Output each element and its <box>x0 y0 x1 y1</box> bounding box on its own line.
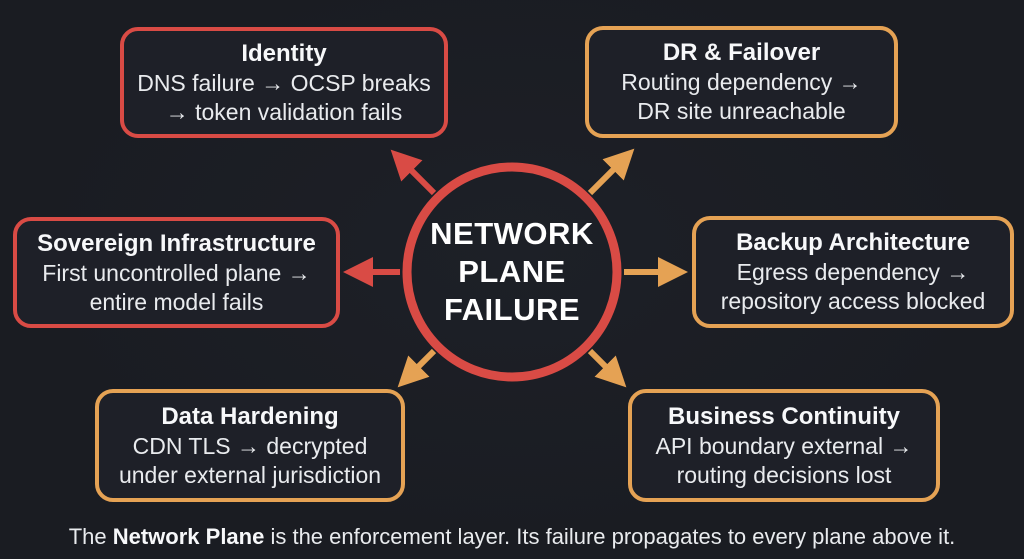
arrow-dr-failover <box>587 148 635 196</box>
footer-caption: The Network Plane is the enforcement lay… <box>0 524 1024 550</box>
node-data-hardening-title: Data Hardening <box>161 402 339 430</box>
node-dr-failover: DR & Failover Routing dependency → DR si… <box>585 26 898 138</box>
node-data-hardening: Data Hardening CDN TLS → decrypted under… <box>95 389 405 502</box>
node-sovereign-infrastructure-title: Sovereign Infrastructure <box>37 229 316 257</box>
caption-prefix: The <box>68 524 113 549</box>
failure-circle <box>402 162 622 382</box>
node-backup-architecture: Backup Architecture Egress dependency → … <box>692 216 1014 328</box>
arrow-business-continuity <box>587 348 627 388</box>
central-failure-label: NETWORK PLANE FAILURE <box>430 216 594 327</box>
node-identity: Identity DNS failure → OCSP breaks → tok… <box>120 27 448 138</box>
node-business-continuity-title: Business Continuity <box>667 402 901 430</box>
node-sovereign-infrastructure-body: First uncontrolled plane → entire model … <box>42 259 311 315</box>
node-data-hardening-body: CDN TLS → decrypted under external juris… <box>118 432 382 488</box>
node-dr-failover-body: Routing dependency → DR site unreachable <box>621 69 862 124</box>
node-backup-architecture-body: Egress dependency → repository access bl… <box>720 259 986 314</box>
node-backup-architecture-title: Backup Architecture <box>736 229 970 257</box>
caption-term: Network Plane <box>112 524 265 549</box>
node-identity-body: DNS failure → OCSP breaks → token valida… <box>137 69 431 125</box>
node-dr-failover-title: DR & Failover <box>662 39 821 67</box>
node-business-continuity: Business Continuity API boundary externa… <box>628 389 940 502</box>
node-business-continuity-body: API boundary external → routing decision… <box>655 432 913 488</box>
arrow-identity <box>390 149 437 196</box>
node-identity-title: Identity <box>241 39 327 67</box>
node-sovereign-infrastructure: Sovereign Infrastructure First uncontrol… <box>13 217 340 328</box>
caption-rest: is the enforcement layer. Its failure pr… <box>264 524 956 549</box>
arrow-data-hardening <box>397 348 437 388</box>
